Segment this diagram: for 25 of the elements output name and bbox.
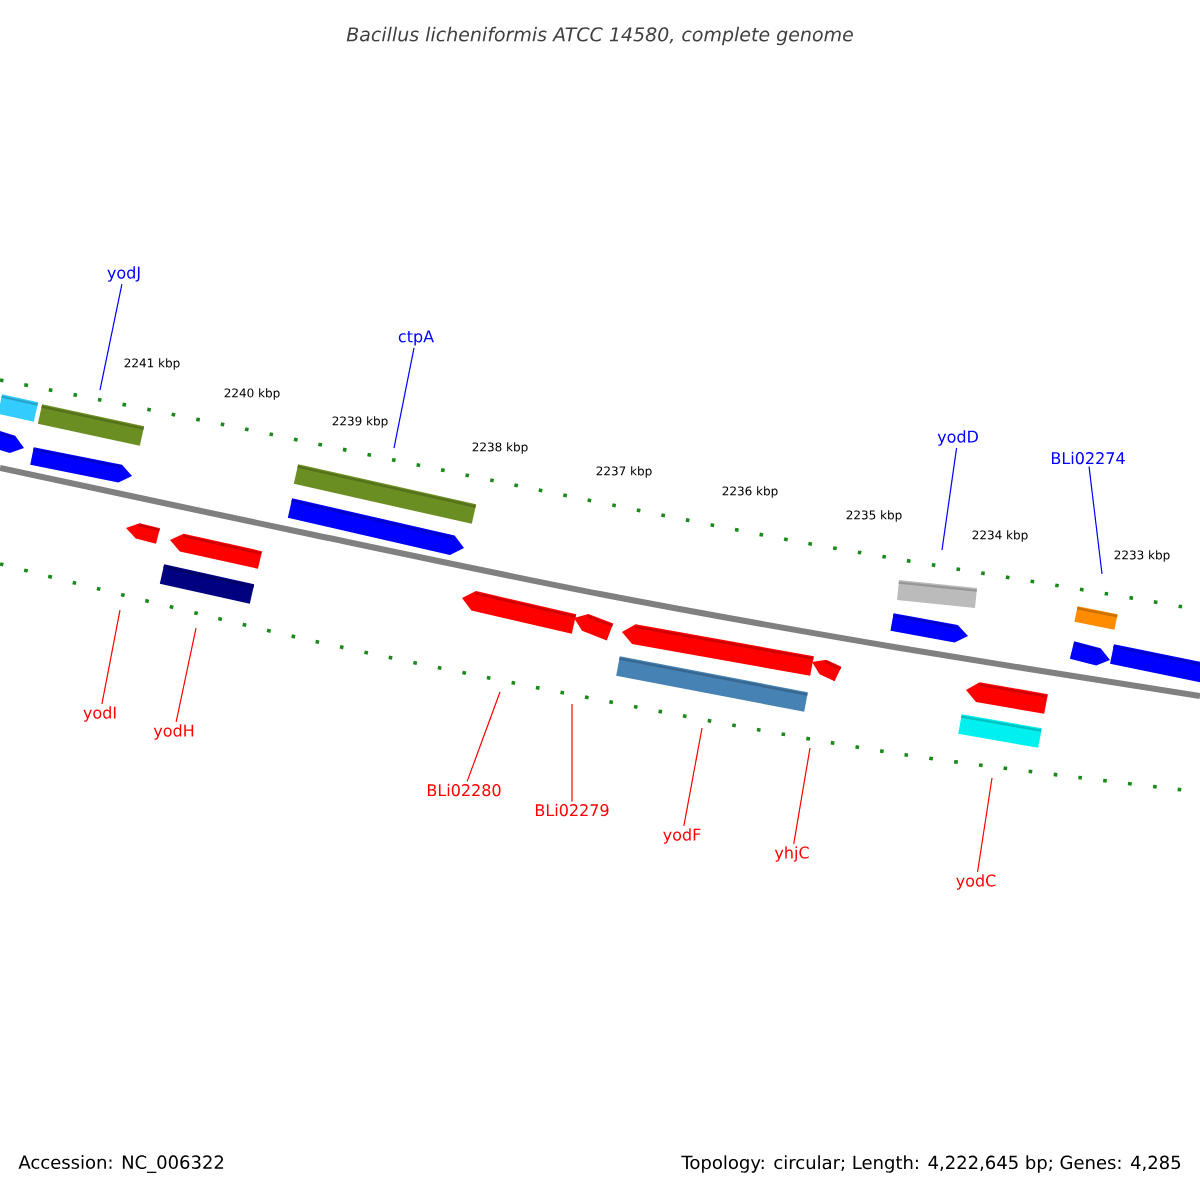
leader-line <box>466 691 501 782</box>
leader-line <box>101 609 121 705</box>
gene-label: yodH <box>153 724 194 740</box>
leader-line <box>976 777 993 873</box>
leader-line <box>793 747 811 845</box>
gene-label: yhjC <box>774 846 809 862</box>
gene-label: ctpA <box>398 330 434 346</box>
leader-line <box>393 347 415 449</box>
gene-label: BLi02280 <box>427 783 501 797</box>
gene-label: yodJ <box>107 266 140 282</box>
title: Bacillus licheniformis ATCC 14580, complete genome <box>346 26 853 46</box>
leader-line <box>683 727 703 827</box>
leader-line <box>175 627 197 723</box>
gene-label: yodC <box>956 874 996 890</box>
leader-line <box>571 703 573 802</box>
footer-text: Accession: NC_006322 <box>18 1155 224 1173</box>
gene-label: yodF <box>663 828 701 844</box>
leader-line <box>99 283 123 391</box>
gene-label: BLi02274 <box>1051 451 1125 465</box>
footer-text: Topology: circular; Length: 4,222,645 bp; Genes: 4,285 <box>681 1155 1181 1173</box>
gene-label: yodD <box>937 430 978 446</box>
gene-label: BLi02279 <box>535 803 609 817</box>
gene-label: yodI <box>83 706 116 722</box>
leader-line <box>1088 466 1103 575</box>
leader-line <box>941 447 958 551</box>
